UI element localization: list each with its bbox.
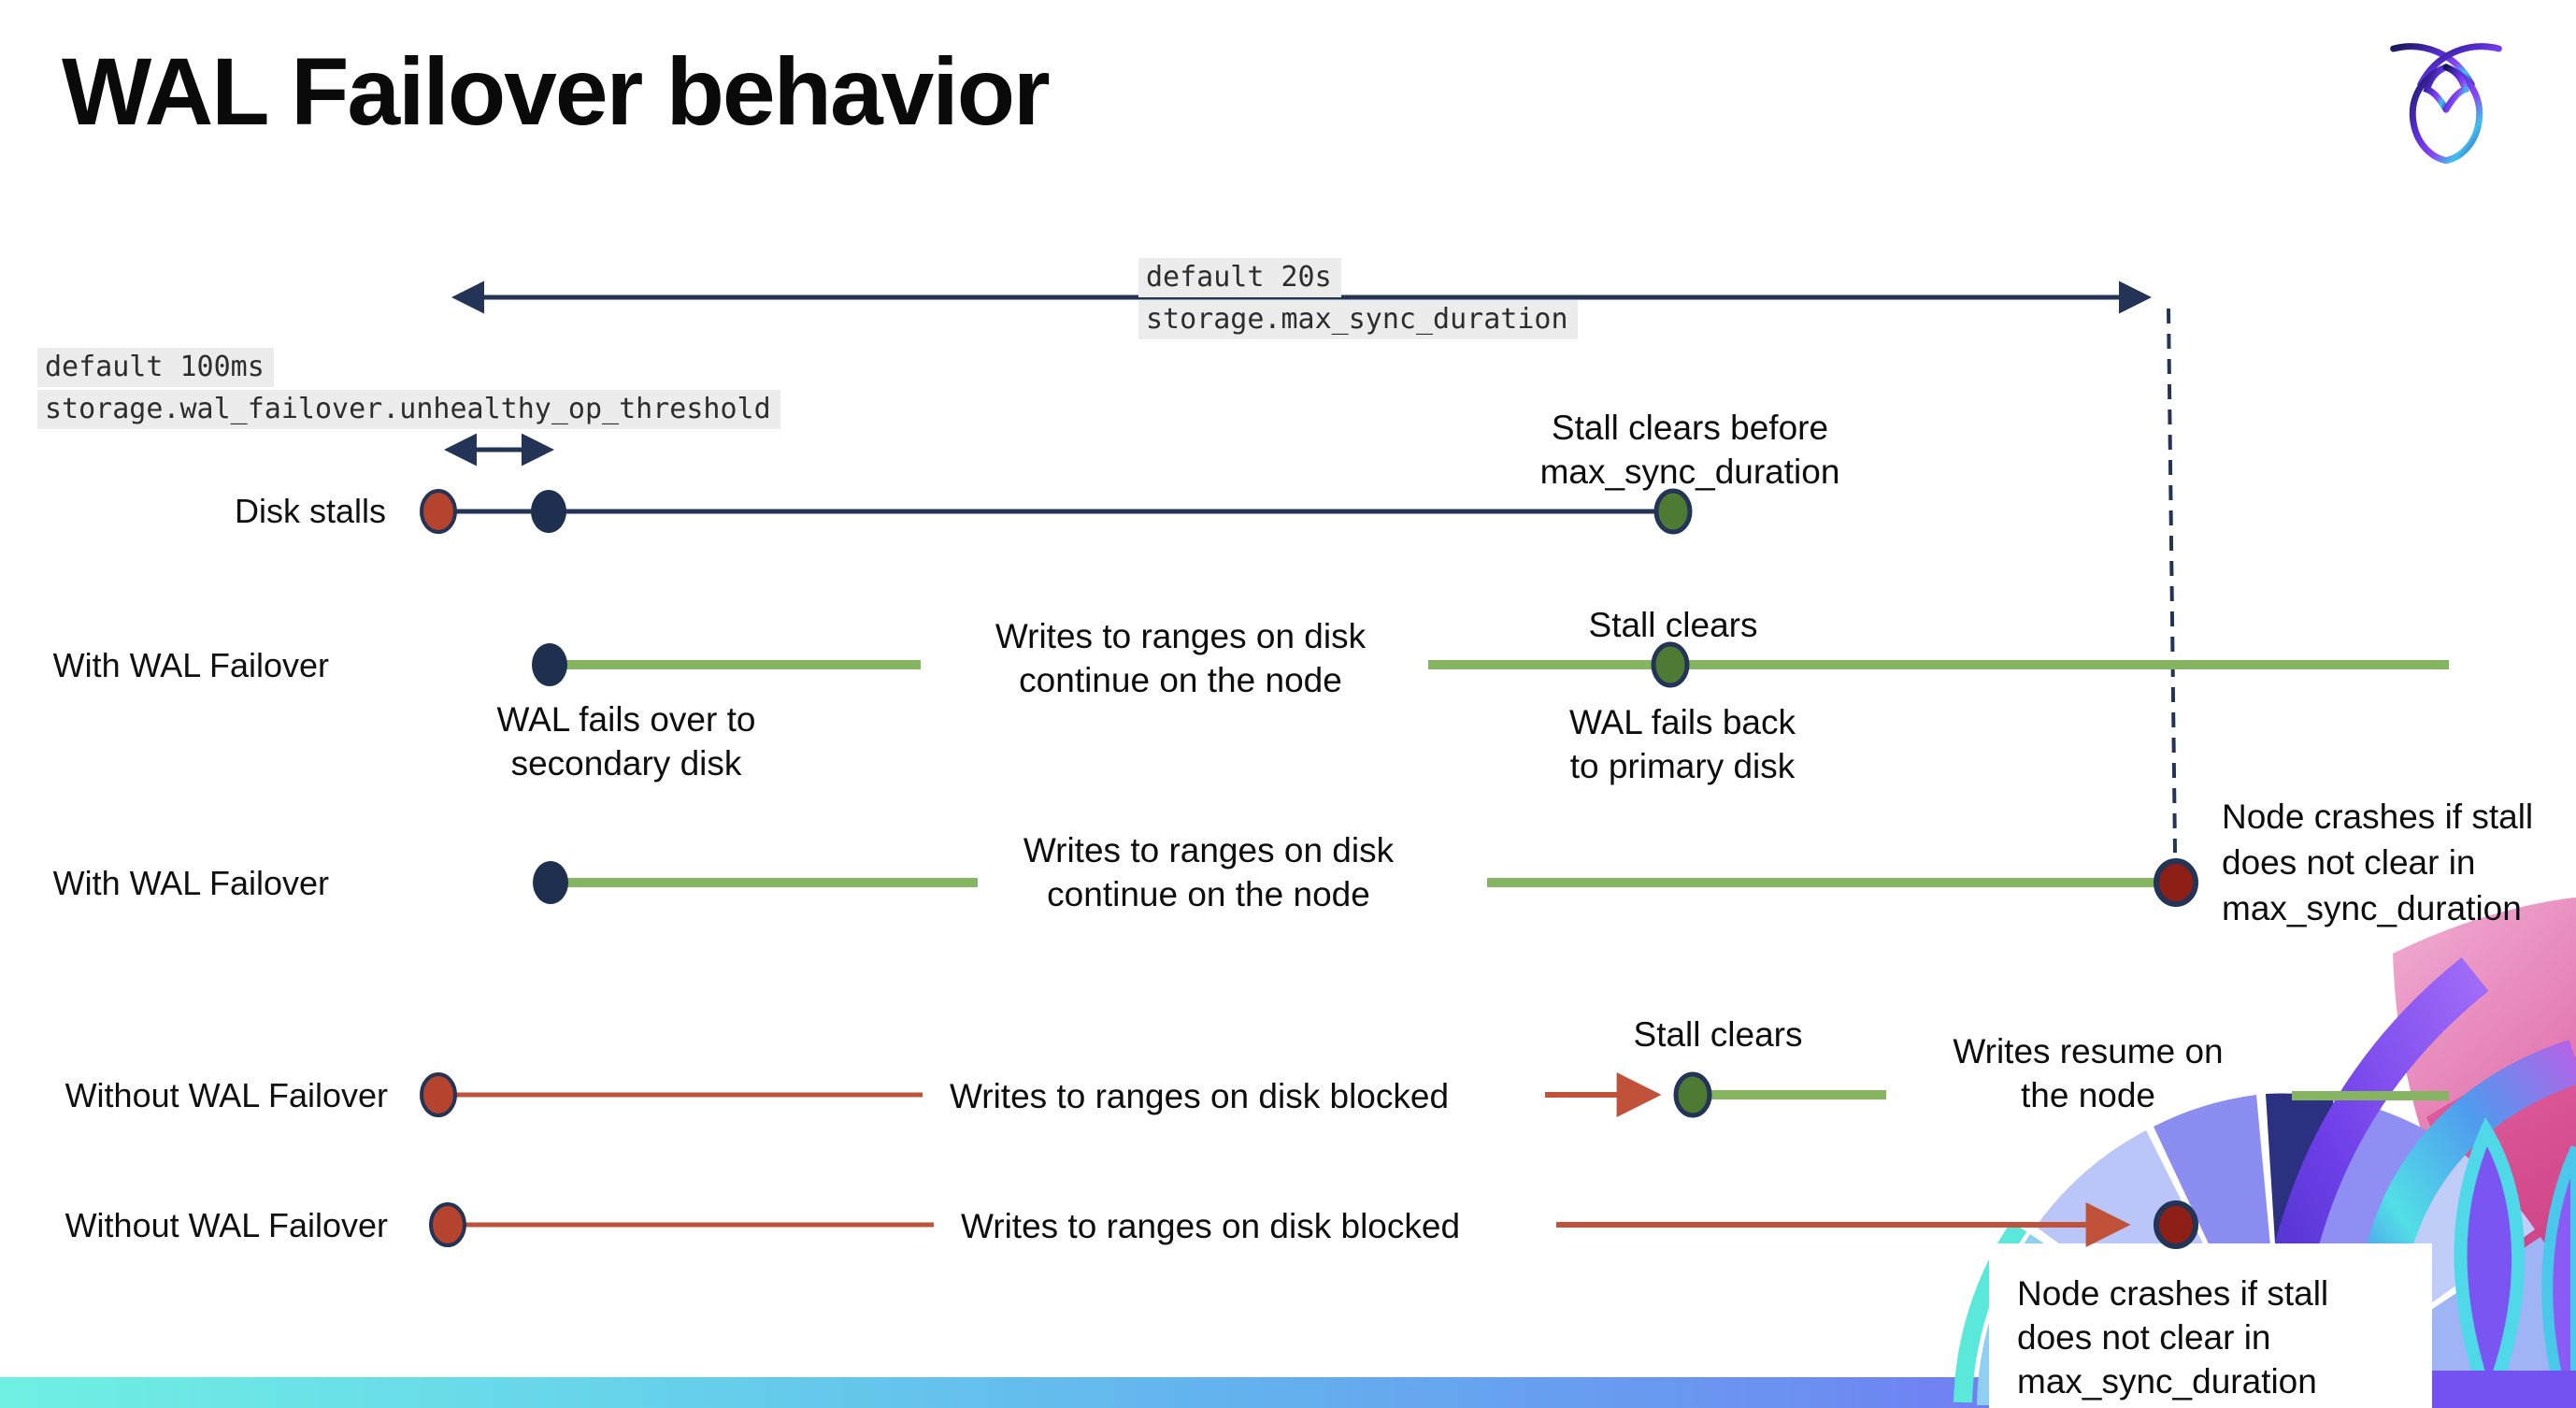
row-label-with-wal-failover-1: With WAL Failover (52, 646, 329, 684)
cockroachdb-logo (2390, 43, 2502, 165)
threshold-dot (531, 490, 566, 533)
row-with-wal-failover-2-track (533, 858, 2198, 907)
stall-start-dot (420, 489, 457, 534)
unhealthy-op-callout: default 100ms storage.wal_failover.unhea… (37, 348, 780, 432)
node-crash-dot (2154, 1200, 2198, 1249)
stall-clears-dot (1651, 641, 1690, 688)
stall-start-dot (420, 1072, 457, 1117)
row-without-wal-failover-2-track (429, 1200, 2198, 1249)
max-sync-default-value: default 20s (1138, 258, 1341, 297)
row-disk-stalls-track (420, 488, 1693, 535)
writes-resume-annotation: Writes resume on the node (1953, 1032, 2224, 1114)
row-with-wal-failover-1-track (532, 641, 2449, 688)
failover-dot (532, 643, 567, 686)
stall-clears-annotation-1: Stall clears (1588, 606, 1758, 644)
node-crashes-note-2: Node crashes if stall does not clear in … (2017, 1274, 2329, 1401)
writes-continue-annotation-1: Writes to ranges on disk continue on the… (995, 617, 1367, 699)
stall-clears-before-annotation: Stall clears before max_sync_duration (1539, 409, 1840, 491)
stall-clears-annotation-2: Stall clears (1633, 1015, 1803, 1054)
wal-fails-over-annotation: WAL fails over to secondary disk (496, 700, 756, 783)
unhealthy-op-setting-name: storage.wal_failover.unhealthy_op_thresh… (37, 390, 780, 429)
max-sync-callout: default 20s storage.max_sync_duration (1138, 258, 1578, 342)
row-label-without-wal-failover-2: Without WAL Failover (64, 1206, 388, 1244)
stall-start-dot (429, 1202, 466, 1247)
writes-continue-annotation-2: Writes to ranges on disk continue on the… (1023, 831, 1395, 913)
antenna-left (2390, 43, 2475, 88)
stall-clears-dot (1673, 1071, 1712, 1118)
stall-clears-dot (1653, 488, 1693, 535)
note-box: Node crashes if stall does not clear in … (1989, 1243, 2432, 1408)
row-label-disk-stalls: Disk stalls (234, 492, 386, 530)
page-title: WAL Failover behavior (62, 38, 1051, 145)
writes-blocked-annotation-2: Writes to ranges on disk blocked (961, 1207, 1461, 1245)
inner-right (2442, 64, 2469, 113)
node-crashes-annotation-1: Node crashes if stall does not clear in … (2222, 797, 2534, 927)
row-label-with-wal-failover-2: With WAL Failover (52, 864, 329, 902)
max-sync-deadline-dashed-line (2167, 308, 2177, 854)
row-without-wal-failover-1-track (420, 1071, 2449, 1118)
max-sync-setting-name: storage.max_sync_duration (1138, 300, 1578, 339)
inner-left (2423, 64, 2450, 113)
failover-dot (533, 861, 568, 904)
unhealthy-op-default-value: default 100ms (37, 348, 274, 387)
antenna-right (2417, 43, 2502, 88)
wal-fails-back-annotation: WAL fails back to primary disk (1569, 703, 1796, 785)
node-crash-dot (2154, 858, 2198, 907)
logo-mark (2390, 43, 2502, 165)
row-label-without-wal-failover-1: Without WAL Failover (64, 1076, 388, 1114)
writes-blocked-annotation-1: Writes to ranges on disk blocked (950, 1077, 1450, 1115)
